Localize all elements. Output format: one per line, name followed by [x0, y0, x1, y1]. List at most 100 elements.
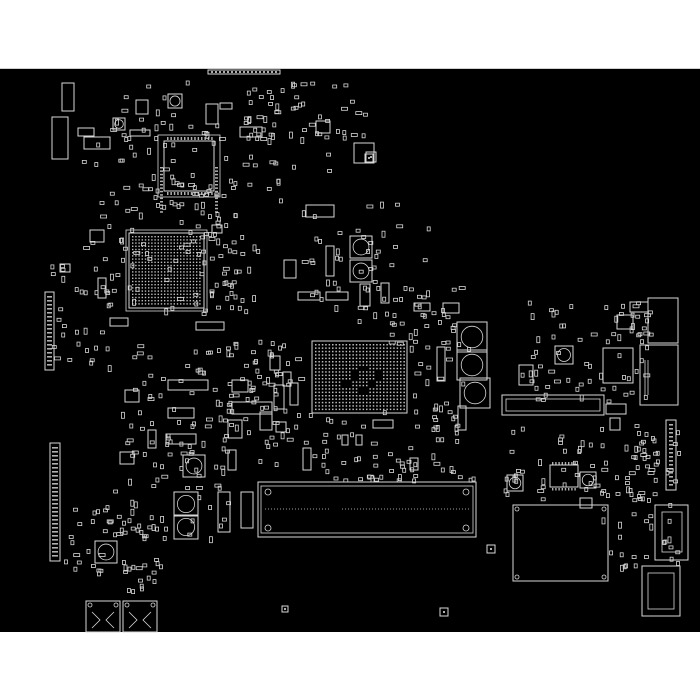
passive	[256, 132, 262, 137]
passive	[177, 296, 185, 301]
passive	[324, 448, 329, 454]
passive	[455, 438, 460, 444]
passive	[245, 396, 250, 402]
passive	[388, 340, 396, 345]
passive	[94, 162, 99, 167]
passive	[166, 433, 171, 439]
component-outline	[59, 263, 71, 273]
passive	[379, 474, 384, 480]
passive	[668, 502, 673, 508]
passive	[132, 298, 137, 306]
passive	[221, 194, 227, 198]
passive	[426, 290, 431, 298]
passive	[139, 583, 144, 589]
passive	[451, 287, 457, 292]
passive	[640, 496, 645, 502]
passive	[135, 527, 140, 533]
passive	[148, 187, 153, 192]
passive	[454, 430, 459, 436]
passive	[219, 523, 223, 529]
passive	[343, 83, 349, 88]
passive	[200, 210, 205, 216]
passive	[270, 341, 275, 347]
passive	[216, 305, 221, 310]
passive	[214, 282, 219, 288]
passive	[558, 437, 563, 442]
passive	[208, 237, 216, 241]
passive	[155, 188, 160, 194]
passive	[254, 358, 258, 364]
passive	[170, 305, 175, 311]
passive	[110, 127, 118, 132]
passive	[624, 444, 629, 452]
passive	[350, 133, 358, 137]
passive	[416, 294, 422, 299]
passive	[652, 492, 658, 497]
passive	[431, 453, 436, 461]
passive	[435, 437, 440, 443]
passive	[252, 87, 258, 92]
test-pad	[365, 151, 377, 163]
passive	[218, 254, 224, 259]
passive	[380, 201, 384, 209]
passive	[228, 353, 234, 358]
passive	[139, 117, 145, 122]
passive	[132, 355, 138, 360]
passive	[240, 377, 246, 382]
passive	[272, 122, 277, 128]
passive	[83, 327, 88, 335]
passive	[640, 339, 644, 345]
passive	[449, 466, 454, 473]
passive	[131, 589, 136, 594]
passive	[100, 214, 107, 219]
passive	[417, 304, 422, 310]
passive	[418, 362, 424, 367]
passive	[332, 280, 337, 286]
passive	[637, 494, 641, 499]
component-outline	[372, 419, 394, 429]
passive	[128, 478, 133, 486]
passive	[278, 198, 283, 204]
passive	[329, 418, 334, 424]
passive	[147, 256, 153, 261]
passive	[271, 132, 275, 140]
passive	[393, 297, 399, 302]
passive	[121, 108, 129, 113]
passive	[431, 427, 436, 433]
passive	[447, 410, 453, 415]
passive	[349, 99, 355, 104]
passive	[96, 142, 101, 148]
passive	[185, 458, 189, 464]
passive	[620, 564, 624, 572]
passive	[102, 529, 108, 534]
passive	[402, 467, 407, 473]
passive	[194, 467, 199, 473]
passive	[162, 167, 170, 172]
passive	[205, 350, 211, 355]
component-outline	[282, 371, 292, 387]
passive	[75, 329, 79, 335]
component-outline	[147, 429, 157, 449]
passive	[275, 103, 280, 111]
passive	[370, 441, 378, 446]
passive	[196, 473, 202, 478]
passive	[319, 297, 324, 302]
passive	[187, 444, 192, 449]
passive	[452, 323, 458, 328]
passive	[336, 434, 341, 440]
passive	[133, 501, 138, 509]
passive	[421, 295, 427, 300]
passive	[251, 350, 256, 355]
connector-left-top	[51, 82, 75, 160]
component-outline	[240, 491, 254, 529]
passive	[70, 540, 75, 546]
passive	[412, 478, 417, 484]
passive	[224, 223, 229, 229]
passive	[451, 416, 456, 422]
passive	[258, 339, 263, 345]
passive	[563, 448, 567, 454]
passive	[536, 336, 541, 344]
passive	[294, 95, 300, 100]
passive	[366, 204, 374, 209]
passive	[54, 356, 61, 361]
